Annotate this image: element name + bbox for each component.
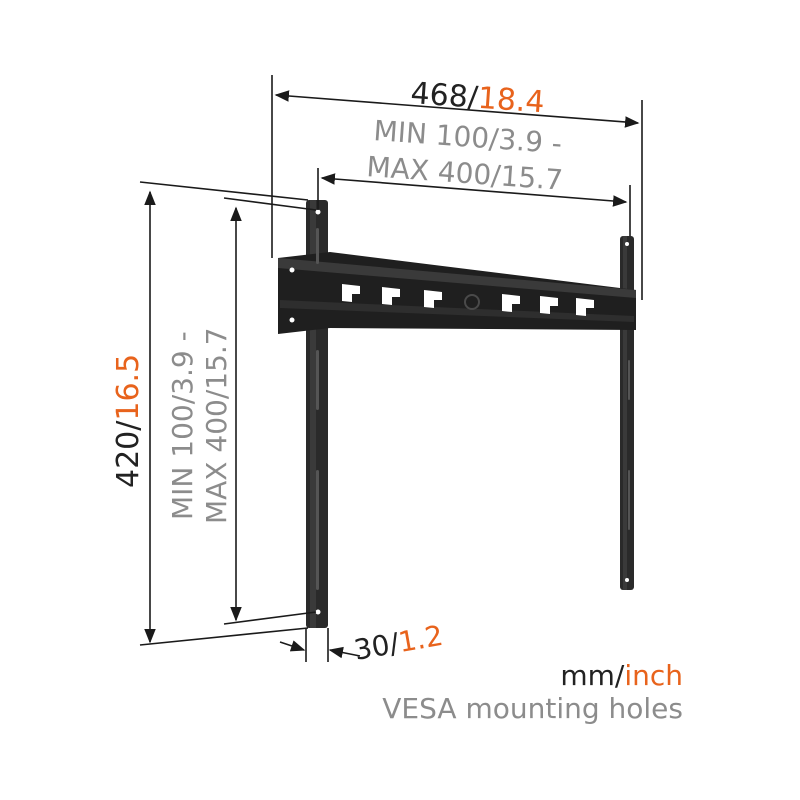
units-inch: inch [624,659,683,692]
width-mm: 468 [409,76,469,115]
svg-text:420/16.5: 420/16.5 [111,354,146,488]
vesa-h-line2-rest: /15.7 [490,159,564,197]
depth-inch: 1.2 [396,619,446,659]
depth-mm: 30 [351,628,392,667]
svg-text:30/1.2: 30/1.2 [351,619,445,667]
vesa-v-line2: MAX 400/15.7 [200,327,233,524]
vesa-v-line1: MIN 100/3.9 - [166,331,199,520]
wall-bracket-icon [278,200,636,628]
units-mm: mm [560,659,615,692]
dimension-arrow-icon [139,75,643,662]
vesa-note: VESA mounting holes [382,692,683,725]
svg-text:468/18.4: 468/18.4 [409,76,545,120]
units-legend: mm/inch [560,659,683,692]
units-sep: / [615,659,625,692]
height-inch: 16.5 [111,354,146,421]
height-sep: / [111,420,146,431]
height-mm: 420 [111,431,146,488]
width-sep: / [467,80,480,116]
width-inch: 18.4 [477,81,546,121]
vesa-h-line2-mm: MAX 400 [366,150,493,192]
